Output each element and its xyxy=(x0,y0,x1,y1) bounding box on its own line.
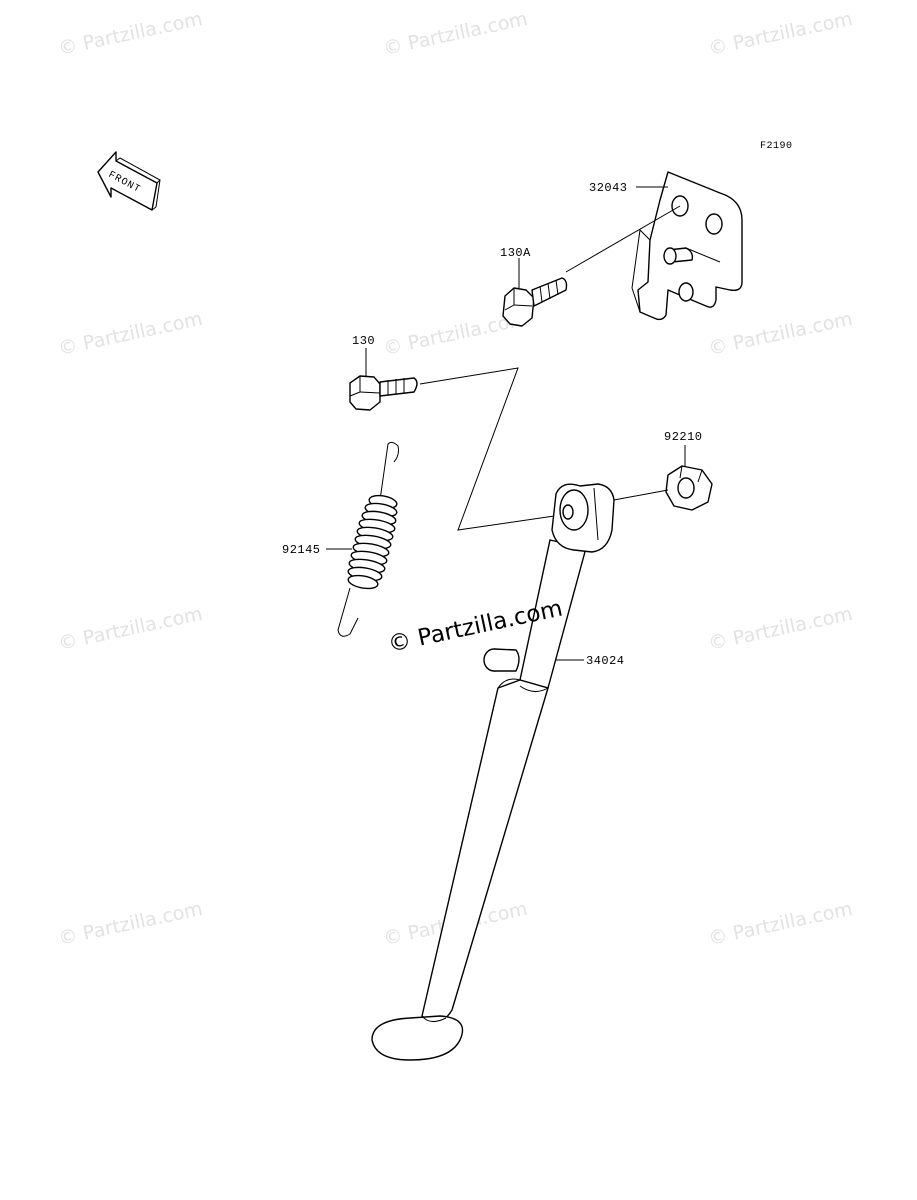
watermarks: © Partzilla.com © Partzilla.com © Partzi… xyxy=(56,8,854,950)
figure-code: F2190 xyxy=(760,141,793,152)
bolt-130[interactable] xyxy=(349,375,418,411)
watermark: © Partzilla.com xyxy=(56,603,204,655)
watermark: © Partzilla.com xyxy=(56,8,204,60)
watermark: © Partzilla.com xyxy=(56,308,204,360)
bolt-130a[interactable] xyxy=(502,277,568,327)
leader-bracket-bolt xyxy=(565,205,681,273)
leader-nut-path xyxy=(613,489,669,501)
watermark: © Partzilla.com xyxy=(706,308,854,360)
bracket-32043[interactable] xyxy=(631,171,743,321)
watermark: © Partzilla.com xyxy=(706,603,854,655)
spring-coils xyxy=(347,494,398,590)
watermark: © Partzilla.com xyxy=(706,8,854,60)
part-label-130[interactable]: 130 xyxy=(352,334,375,348)
part-label-92145[interactable]: 92145 xyxy=(282,543,321,557)
front-arrow-icon: FRONT xyxy=(97,151,161,211)
part-label-130a[interactable]: 130A xyxy=(500,246,531,260)
spring-92145[interactable] xyxy=(337,441,399,637)
side-stand-34024[interactable] xyxy=(371,483,615,1061)
part-label-34024[interactable]: 34024 xyxy=(586,654,625,668)
part-label-92210[interactable]: 92210 xyxy=(664,430,703,444)
leader-bolt-path xyxy=(419,367,569,531)
part-label-32043[interactable]: 32043 xyxy=(589,181,628,195)
watermark: © Partzilla.com xyxy=(706,898,854,950)
nut-92210[interactable] xyxy=(665,465,713,511)
watermark: © Partzilla.com xyxy=(381,8,529,60)
watermark: © Partzilla.com xyxy=(56,898,204,950)
